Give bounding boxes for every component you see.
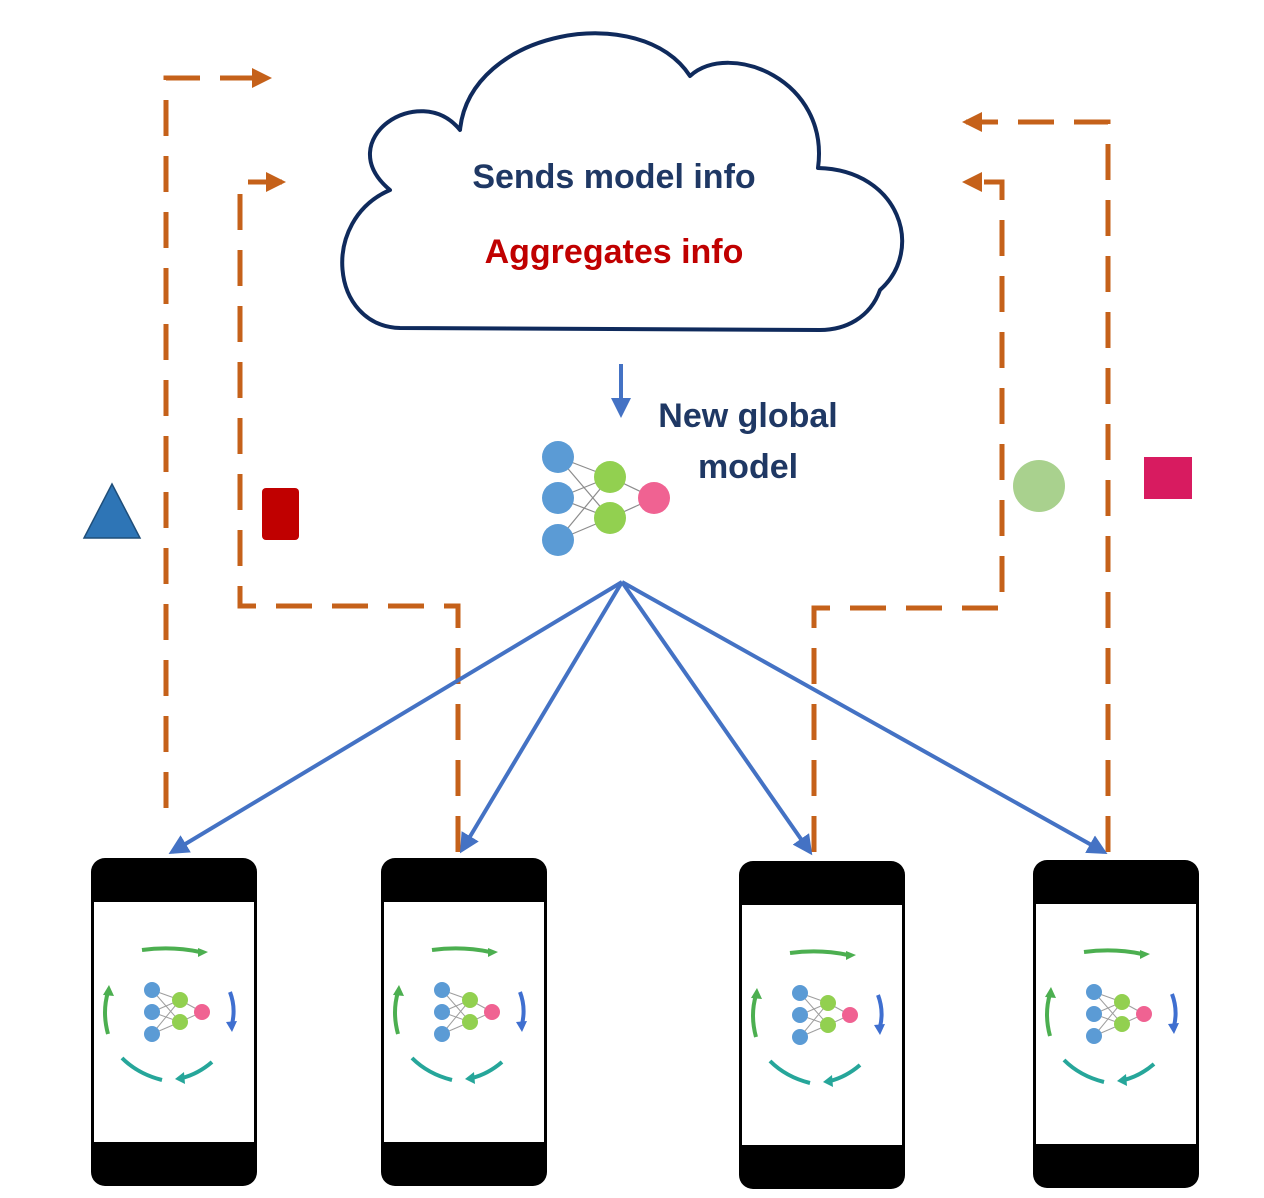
upload-path-device-4 bbox=[962, 112, 1111, 852]
distribute-arrow-device-3 bbox=[620, 580, 813, 856]
cloud-sends-label: Sends model info bbox=[472, 158, 755, 196]
magenta-square-icon bbox=[1144, 457, 1192, 499]
upload-path-device-1 bbox=[163, 68, 272, 808]
global-model-label-line2: model bbox=[698, 448, 798, 486]
cloud-aggregates-label: Aggregates info bbox=[485, 233, 744, 271]
upload-paths bbox=[163, 68, 1111, 852]
green-circle-icon bbox=[1013, 460, 1065, 512]
upload-path-device-3 bbox=[811, 172, 1005, 852]
device-4 bbox=[1033, 860, 1199, 1188]
device-2 bbox=[381, 858, 547, 1186]
distribute-arrow-device-1 bbox=[168, 580, 624, 855]
global-model-label-line1: New global bbox=[658, 397, 837, 435]
global-model-network-icon bbox=[542, 441, 670, 556]
distribute-arrow-device-2 bbox=[459, 580, 624, 854]
device-3 bbox=[739, 861, 905, 1189]
device-1 bbox=[91, 858, 257, 1186]
cloud-shape bbox=[340, 31, 905, 332]
distribute-arrow-device-4 bbox=[621, 580, 1108, 854]
distribution-arrows bbox=[168, 580, 1108, 856]
cloud-server: Sends model info Aggregates info bbox=[340, 31, 905, 332]
red-rectangle-icon bbox=[262, 488, 299, 540]
triangle-icon bbox=[82, 482, 142, 539]
upload-path-device-2 bbox=[237, 172, 461, 852]
